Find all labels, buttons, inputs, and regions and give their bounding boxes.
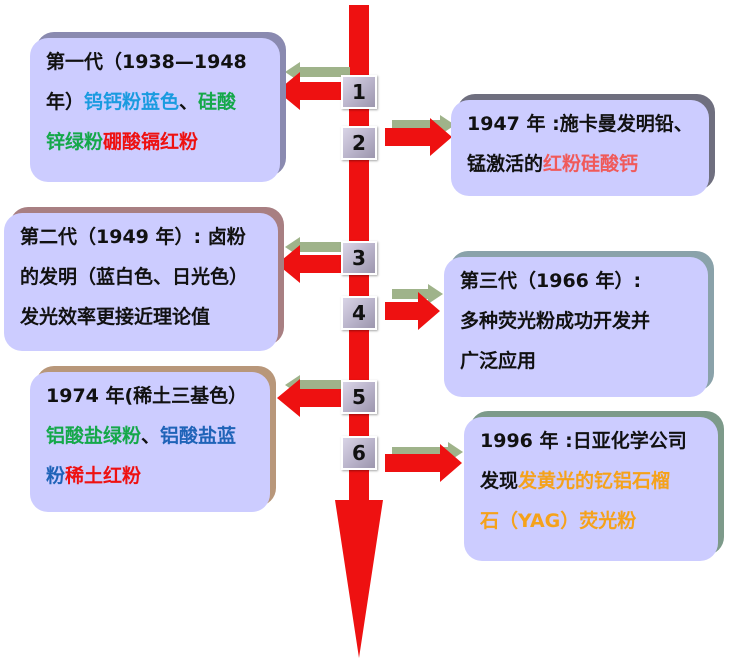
event-text-5: 1974 年(稀土三基色）铝酸盐绿粉、铝酸盐蓝粉稀土红粉 — [46, 376, 258, 496]
event-text-segment: 的发明（蓝白色、日光色） — [20, 266, 249, 288]
event-box-4: 第三代（1966 年）: 多种荧光粉成功开发并广泛应用 — [444, 257, 708, 397]
event-text-segment: 广泛应用 — [460, 350, 537, 372]
timeline-main-arrow — [335, 5, 383, 658]
timeline-marker-3: 3 — [341, 241, 377, 275]
event-text-segment: 发光效率更接近理论值 — [20, 306, 211, 328]
branch-arrow-6 — [385, 444, 462, 482]
event-text-segment: 锌绿粉 — [46, 131, 104, 153]
event-text-segment: 发现 — [480, 470, 519, 492]
event-line: 第一代（1938—1948 — [46, 42, 268, 82]
event-text-segment: 第三代（1966 年）: — [460, 270, 642, 292]
event-text-segment: 、 — [141, 425, 161, 447]
event-text-segment: 、 — [179, 91, 199, 113]
connector-arrow-3 — [285, 237, 350, 257]
timeline-marker-4: 4 — [341, 296, 377, 330]
event-text-segment: 红粉硅酸钙 — [543, 153, 639, 175]
event-text-segment: 1974 年(稀土三基色） — [46, 385, 248, 407]
branch-arrow-3 — [277, 245, 355, 283]
event-line: 发现发黄光的钇铝石榴 — [480, 461, 706, 501]
event-text-segment: 发黄光的钇铝石榴 — [518, 470, 671, 492]
event-line: 锌绿粉硼酸镉红粉 — [46, 122, 268, 162]
timeline-marker-5: 5 — [341, 380, 377, 414]
branch-arrow-4 — [385, 292, 440, 330]
event-line: 发光效率更接近理论值 — [20, 297, 266, 337]
event-text-segment: 铝酸盐蓝 — [160, 425, 237, 447]
event-text-segment: 铝酸盐绿粉 — [46, 425, 142, 447]
event-text-segment: 1996 年 :日亚化学公司 — [480, 430, 687, 452]
event-line: 多种荧光粉成功开发并 — [460, 301, 696, 341]
timeline-marker-1: 1 — [341, 75, 377, 109]
branch-arrow-1 — [277, 72, 355, 110]
event-text-2: 1947 年 :施卡曼发明铅、锰激活的红粉硅酸钙 — [467, 104, 697, 184]
event-line: 1947 年 :施卡曼发明铅、 — [467, 104, 697, 144]
event-text-3: 第二代（1949 年）: 卤粉的发明（蓝白色、日光色） 发光效率更接近理论值 — [20, 217, 266, 337]
event-text-segment: 石（YAG）荧光粉 — [480, 510, 637, 532]
event-line: 第三代（1966 年）: — [460, 261, 696, 301]
event-line: 粉稀土红粉 — [46, 456, 258, 496]
event-text-4: 第三代（1966 年）: 多种荧光粉成功开发并广泛应用 — [460, 261, 696, 381]
event-line: 1996 年 :日亚化学公司 — [480, 421, 706, 461]
branch-arrows — [277, 72, 462, 482]
event-line: 锰激活的红粉硅酸钙 — [467, 144, 697, 184]
event-text-segment: 1947 年 :施卡曼发明铅、 — [467, 113, 693, 135]
event-box-3: 第二代（1949 年）: 卤粉的发明（蓝白色、日光色） 发光效率更接近理论值 — [4, 213, 278, 351]
event-line: 第二代（1949 年）: 卤粉 — [20, 217, 266, 257]
event-text-segment: 硼酸镉红粉 — [103, 131, 199, 153]
event-box-6: 1996 年 :日亚化学公司发现发黄光的钇铝石榴石（YAG）荧光粉 — [464, 417, 718, 561]
event-line: 1974 年(稀土三基色） — [46, 376, 258, 416]
event-text-segment: 锰激活的 — [467, 153, 544, 175]
event-line: 年）钨钙粉蓝色、硅酸 — [46, 82, 268, 122]
event-text-segment: 多种荧光粉成功开发并 — [460, 310, 651, 332]
connector-arrow-4 — [392, 284, 443, 304]
event-box-2: 1947 年 :施卡曼发明铅、锰激活的红粉硅酸钙 — [451, 100, 709, 196]
event-text-segment: 稀土红粉 — [65, 465, 142, 487]
event-text-segment: 第一代（1938—1948 — [46, 51, 247, 73]
event-line: 的发明（蓝白色、日光色） — [20, 257, 266, 297]
timeline-marker-2: 2 — [341, 126, 377, 160]
event-text-6: 1996 年 :日亚化学公司发现发黄光的钇铝石榴石（YAG）荧光粉 — [480, 421, 706, 541]
event-text-segment: 粉 — [46, 465, 66, 487]
event-line: 石（YAG）荧光粉 — [480, 501, 706, 541]
event-line: 铝酸盐绿粉、铝酸盐蓝 — [46, 416, 258, 456]
branch-arrow-2 — [385, 118, 452, 156]
event-box-5: 1974 年(稀土三基色）铝酸盐绿粉、铝酸盐蓝粉稀土红粉 — [30, 372, 270, 512]
branch-arrow-5 — [277, 379, 355, 417]
timeline-marker-6: 6 — [341, 436, 377, 470]
connector-arrow-1 — [285, 62, 350, 82]
event-text-segment: 硅酸 — [198, 91, 237, 113]
event-text-segment: 年） — [46, 91, 85, 113]
event-text-segment: 钨钙粉蓝色 — [84, 91, 180, 113]
event-text-segment: 第二代（1949 年）: 卤粉 — [20, 226, 246, 248]
event-line: 广泛应用 — [460, 341, 696, 381]
